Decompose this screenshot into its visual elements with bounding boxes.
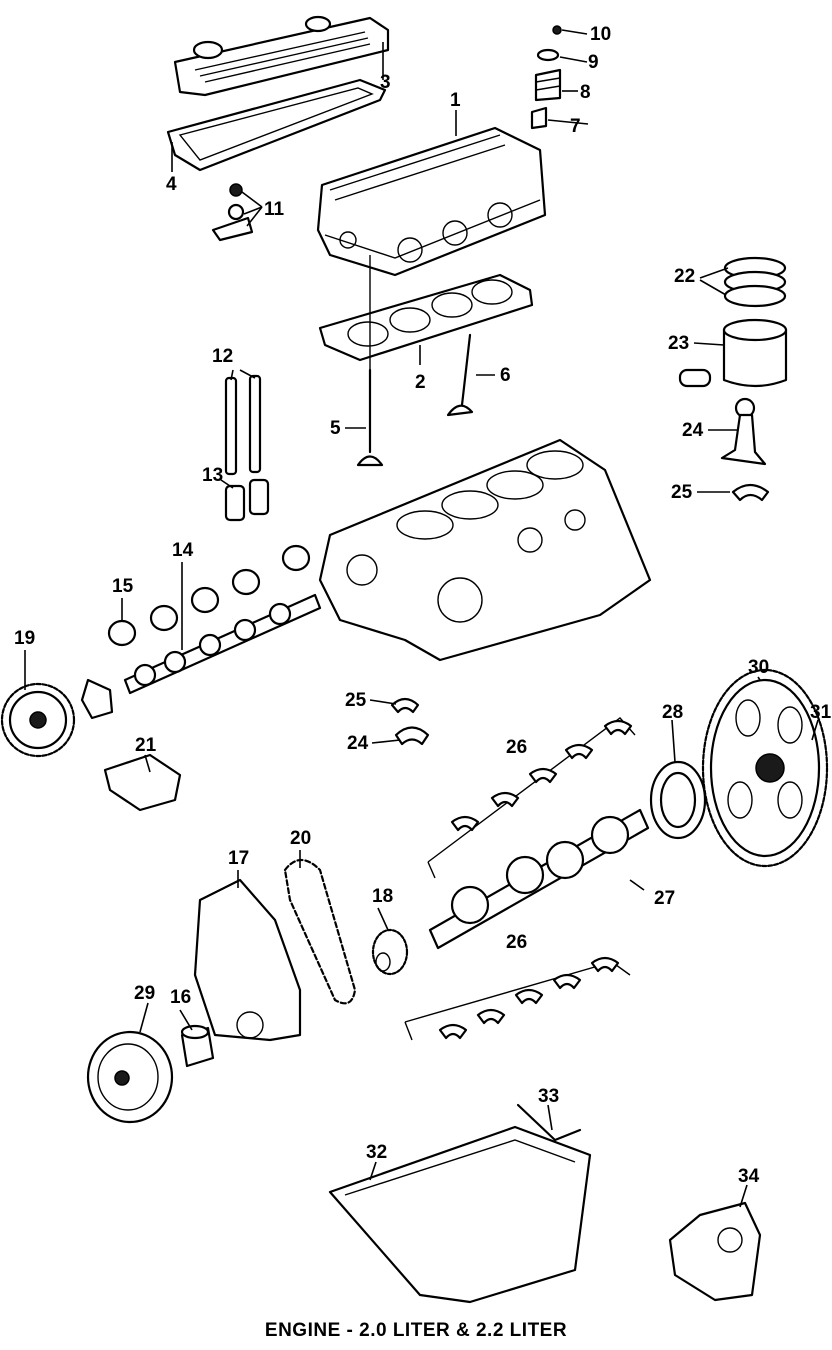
- chain-tensioner: [103, 753, 182, 812]
- callout-15: 15: [112, 576, 134, 597]
- callout-6: 6: [500, 365, 511, 386]
- connecting-rod: [720, 397, 767, 466]
- callout-26-lower: 26: [506, 932, 527, 953]
- callout-26-upper: 26: [506, 737, 527, 758]
- callout-28: 28: [662, 702, 683, 723]
- oil-pump: [668, 1201, 762, 1302]
- callout-4: 4: [166, 174, 177, 195]
- timing-chain: [283, 858, 357, 1005]
- camshaft-sprocket: [0, 678, 114, 758]
- lifters: [224, 478, 270, 522]
- pushrods: [224, 374, 262, 476]
- crank-spacer: [180, 1024, 215, 1068]
- callout-34: 34: [738, 1166, 760, 1187]
- callout-23: 23: [668, 333, 689, 354]
- callout-20: 20: [290, 828, 311, 849]
- callout-2: 2: [415, 372, 426, 393]
- main-bearings-upper-set: [427, 717, 636, 879]
- callout-3: 3: [380, 72, 391, 93]
- callout-33: 33: [538, 1086, 559, 1107]
- diagram-caption: ENGINE - 2.0 LITER & 2.2 LITER: [264, 1320, 568, 1341]
- head-gasket: [318, 273, 534, 362]
- callout-25-rod: 25: [671, 482, 693, 503]
- rear-main-seal: [649, 760, 707, 840]
- valve-spring-parts: [530, 25, 562, 130]
- callout-12: 12: [212, 346, 233, 367]
- valve-cover: [173, 15, 390, 97]
- callout-24-rod: 24: [682, 420, 704, 441]
- callout-32: 32: [366, 1142, 387, 1163]
- oil-pan-gasket: [516, 1103, 582, 1142]
- main-bearing-upper: [390, 697, 430, 746]
- piston-rings: [723, 256, 787, 308]
- callout-16: 16: [170, 987, 191, 1008]
- oil-pan: [328, 1125, 592, 1304]
- cylinder-head: [316, 126, 547, 277]
- crankshaft: [428, 808, 650, 950]
- crankshaft-sprocket: [371, 928, 409, 976]
- callout-25-main: 25: [345, 690, 367, 711]
- callout-30: 30: [748, 657, 769, 678]
- callout-29: 29: [134, 983, 155, 1004]
- callout-10: 10: [590, 24, 611, 45]
- callout-19: 19: [14, 628, 35, 649]
- callout-7: 7: [570, 116, 581, 137]
- piston: [678, 318, 788, 388]
- engine-block: [318, 438, 652, 662]
- camshaft: [123, 593, 322, 695]
- rod-bearing-upper: [731, 483, 770, 502]
- callout-9: 9: [588, 52, 599, 73]
- callout-8: 8: [580, 82, 591, 103]
- callout-labels: 1 2 3 4 5 6 7 8 9 10 11 12 13 14 15 16 1…: [14, 24, 832, 1187]
- callout-17: 17: [228, 848, 249, 869]
- main-bearings-lower-set: [404, 956, 631, 1041]
- exhaust-valve: [446, 333, 474, 417]
- harmonic-balancer: [86, 1030, 174, 1124]
- callout-11: 11: [264, 199, 285, 220]
- rocker-arm: [211, 183, 254, 242]
- valve-cover-gasket: [166, 78, 387, 172]
- cam-bearings: [107, 544, 311, 647]
- callout-5: 5: [330, 418, 341, 439]
- callout-21: 21: [135, 735, 157, 756]
- timing-cover: [193, 878, 302, 1042]
- leader-lines: [24, 29, 819, 1208]
- callout-14: 14: [172, 540, 194, 561]
- callout-1: 1: [450, 90, 461, 111]
- callout-22: 22: [674, 266, 695, 287]
- callout-18: 18: [372, 886, 393, 907]
- callout-31: 31: [810, 702, 832, 723]
- callout-13: 13: [202, 465, 223, 486]
- flywheel: [701, 668, 829, 868]
- callout-24-main: 24: [347, 733, 369, 754]
- callout-27: 27: [654, 888, 675, 909]
- intake-valve: [356, 255, 384, 467]
